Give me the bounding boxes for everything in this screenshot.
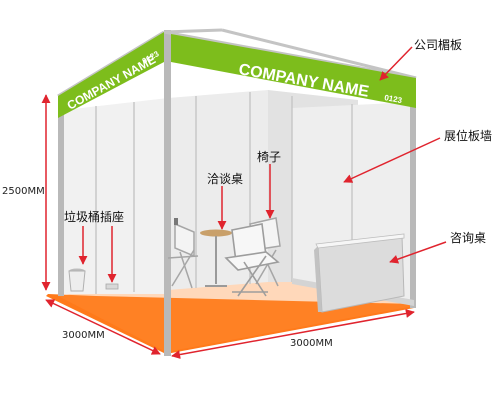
arrow-fascia [379,46,413,81]
frame-posts [58,30,416,356]
trash-bin-shape [68,268,86,292]
label-trash-bin: 垃圾桶 [64,210,101,224]
callout-arrows [78,46,447,283]
label-socket: 插座 [100,210,125,224]
dim-line-width [171,309,415,359]
arrow-wall-panel [343,137,441,183]
table-shape [200,229,232,287]
chair-rear [167,222,199,289]
dim-label-width: 3000MM [290,338,333,349]
label-consult-desk: 咨询桌 [450,231,487,245]
label-fascia: 公司楣板 [414,38,463,52]
dim-label-depth: 3000MM [62,330,105,341]
consult-desk-shape [314,233,405,313]
dimension-lines [41,94,415,359]
label-wall-panel: 展位板墙 [444,129,493,143]
back-wall-left [64,98,168,294]
dim-line-depth [45,299,161,355]
arrow-consult-desk [389,241,447,264]
front-fascia-number: 0123 [384,93,404,105]
wall-spotlight [174,218,178,225]
socket-shape [105,283,119,290]
front-fascia [171,34,416,108]
chair-front [224,223,280,297]
label-chair: 椅子 [257,150,282,164]
label-table: 洽谈桌 [207,172,244,186]
dim-label-height: 2500MM [2,186,45,197]
side-fascia [58,32,164,118]
